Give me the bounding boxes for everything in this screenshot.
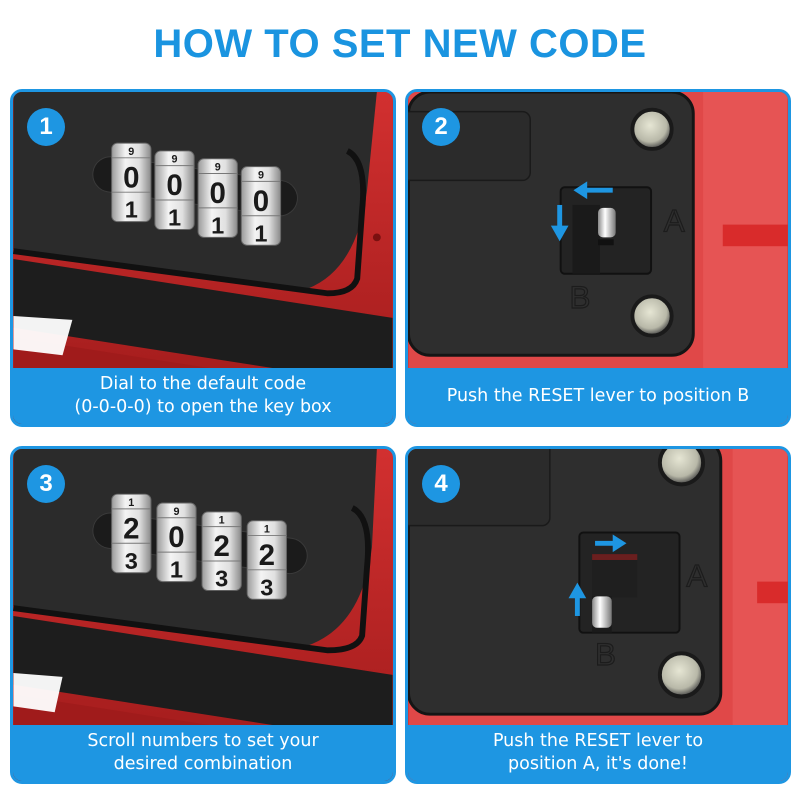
screw-icon <box>657 449 706 487</box>
combination-dial-wheel[interactable]: 9 0 1 <box>154 150 195 231</box>
combination-dial-wheel[interactable]: 9 0 1 <box>156 502 197 583</box>
dial-body <box>111 493 152 574</box>
dial-digit-above: 9 <box>215 162 221 174</box>
reset-lever <box>592 596 612 628</box>
dial-body <box>201 511 242 591</box>
step-caption: Dial to the default code (0-0-0-0) to op… <box>13 368 393 424</box>
reset-lever <box>598 207 616 238</box>
position-b-label: B <box>570 280 591 315</box>
position-a-label: A <box>664 203 685 238</box>
dial-digit-current: 2 <box>123 512 139 545</box>
dial-digit-above: 1 <box>264 523 270 535</box>
dial-digit-current: 0 <box>123 161 139 194</box>
dial-digit-below: 1 <box>170 557 183 583</box>
dial-body <box>246 520 287 600</box>
dial-digit-below: 1 <box>125 197 138 223</box>
reset-lever-illustration: A B <box>408 449 788 781</box>
step-4-panel: A B 4 Push the RESET lever to position A… <box>405 446 791 784</box>
step-number-badge: 2 <box>422 108 460 146</box>
screw-icon <box>657 651 706 699</box>
foam-strip <box>13 615 393 744</box>
step-number-badge: 4 <box>422 465 460 503</box>
combination-dial-wheel[interactable]: 1 23 <box>246 520 287 601</box>
dial-body <box>156 502 197 583</box>
dial-digit-current: 0 <box>210 177 226 210</box>
arrow-right-icon <box>595 534 627 553</box>
step-caption: Push the RESET lever to position A, it's… <box>408 725 788 781</box>
dial-digit-current: 0 <box>168 521 184 554</box>
foam-strip <box>13 258 393 387</box>
arrow-left-icon <box>573 181 613 200</box>
combination-dial-wheel[interactable]: 9 0 1 <box>111 142 152 223</box>
combination-dial-wheel[interactable]: 9 01 <box>197 158 238 239</box>
dial-digit-current: 2 <box>259 539 275 572</box>
dial-digit-below: 3 <box>125 548 138 574</box>
dial-body <box>111 142 152 223</box>
dial-digit-above: 9 <box>172 154 178 166</box>
dial-digit-current: 2 <box>213 530 229 563</box>
combination-dial-wheel[interactable]: 1 2 3 <box>201 511 242 592</box>
screw-icon <box>630 107 674 151</box>
dial-digit-above: 9 <box>173 506 179 518</box>
position-b-label: B <box>595 637 616 672</box>
combination-dial-wheel[interactable]: 9 01 <box>240 166 282 247</box>
dial-digit-above: 9 <box>258 169 264 181</box>
dial-digit-below: 1 <box>168 205 181 231</box>
dial-digit-below: 3 <box>215 566 228 592</box>
dial-digit-below: 3 <box>260 574 273 600</box>
page-title: HOW TO SET NEW CODE <box>153 22 647 66</box>
step-2-panel: A B 2 Push the RESET lever to position B <box>405 89 791 427</box>
step-caption: Push the RESET lever to position B <box>408 368 788 424</box>
dial-digit-current: 0 <box>166 169 182 202</box>
step-caption: Scroll numbers to set your desired combi… <box>13 725 393 781</box>
dial-digit-above: 9 <box>128 146 134 158</box>
screw-icon <box>630 294 674 338</box>
arrow-down-icon <box>550 204 569 242</box>
arrow-up-icon <box>568 582 587 616</box>
dial-digit-below: 1 <box>211 212 224 238</box>
position-a-label: A <box>686 559 707 594</box>
dial-digit-below: 1 <box>254 220 267 246</box>
step-number-badge: 3 <box>27 465 65 503</box>
dial-body <box>154 150 195 231</box>
dial-body <box>240 166 282 246</box>
combination-dial-wheel[interactable]: 1 2 3 <box>111 493 152 574</box>
step-number-badge: 1 <box>27 108 65 146</box>
dial-body <box>197 158 238 238</box>
dial-digit-above: 1 <box>219 515 225 527</box>
dial-digit-above: 1 <box>128 497 134 509</box>
dial-digit-current: 0 <box>253 185 269 218</box>
